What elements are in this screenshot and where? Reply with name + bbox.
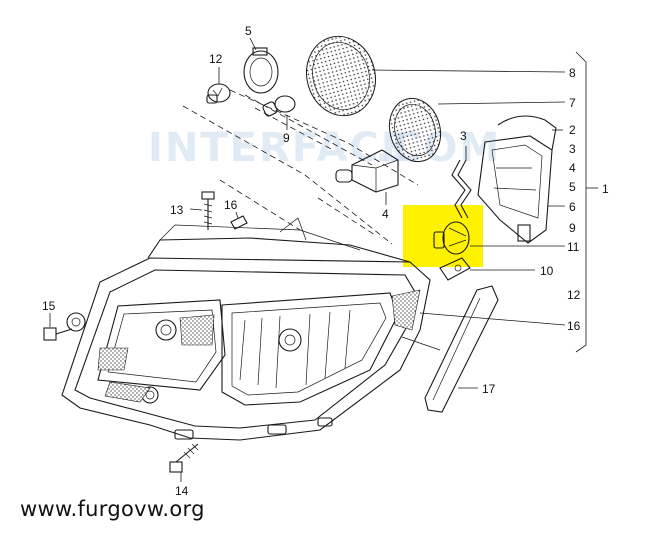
part-9-small-bulb [262,95,296,117]
callout-15: 15 [42,299,56,313]
callout-4-side: 4 [382,207,389,221]
callout-5-top: 5 [245,24,252,38]
part-8-large-cover-cap [306,35,376,117]
callout-4: 4 [569,161,576,175]
part-2-spring-clip [497,115,557,151]
callout-14: 14 [175,484,189,498]
callout-12-left: 12 [209,52,223,66]
right-callout-bracket [575,51,598,353]
part-5-bulb-socket [243,47,279,94]
callout-5: 5 [569,180,576,194]
part-7-medium-cover-cap [388,97,442,163]
callout-9: 9 [569,221,576,235]
callout-3: 3 [569,142,576,156]
part-3-wire-clip [451,159,472,219]
part-14-screw [169,443,199,473]
callout-12: 12 [567,288,581,302]
leader-lines [49,37,566,482]
callout-7: 7 [569,96,576,110]
part-17-trim-strip [424,285,499,413]
callout-13: 13 [170,203,184,217]
callout-3-top: 3 [460,129,467,143]
callout-16: 16 [567,319,581,333]
part-10-bulb-holder [439,257,471,281]
watermark-text: INTERFACE [148,125,410,171]
callout-8: 8 [569,66,576,80]
callout-17: 17 [482,382,496,396]
assembly-guide-lines [182,89,419,245]
callout-16-left: 16 [224,198,238,212]
callout-2: 2 [569,123,576,137]
part-6-housing-cover [477,135,553,244]
callout-6: 6 [569,200,576,214]
part-16-clip-nut [230,215,248,230]
part-12-small-bulb [206,83,231,104]
site-url-text: www.furgovw.org [20,497,205,521]
headlight-housing [61,217,431,441]
callout-9-left: 9 [283,131,290,145]
callout-1: 1 [602,182,609,196]
callout-11: 11 [567,240,580,254]
part-15-bolt [43,312,86,341]
part-11-main-bulb [433,221,470,255]
callout-10: 10 [540,264,554,278]
part-4-actuator [335,149,399,193]
part-13-screw [201,191,215,230]
